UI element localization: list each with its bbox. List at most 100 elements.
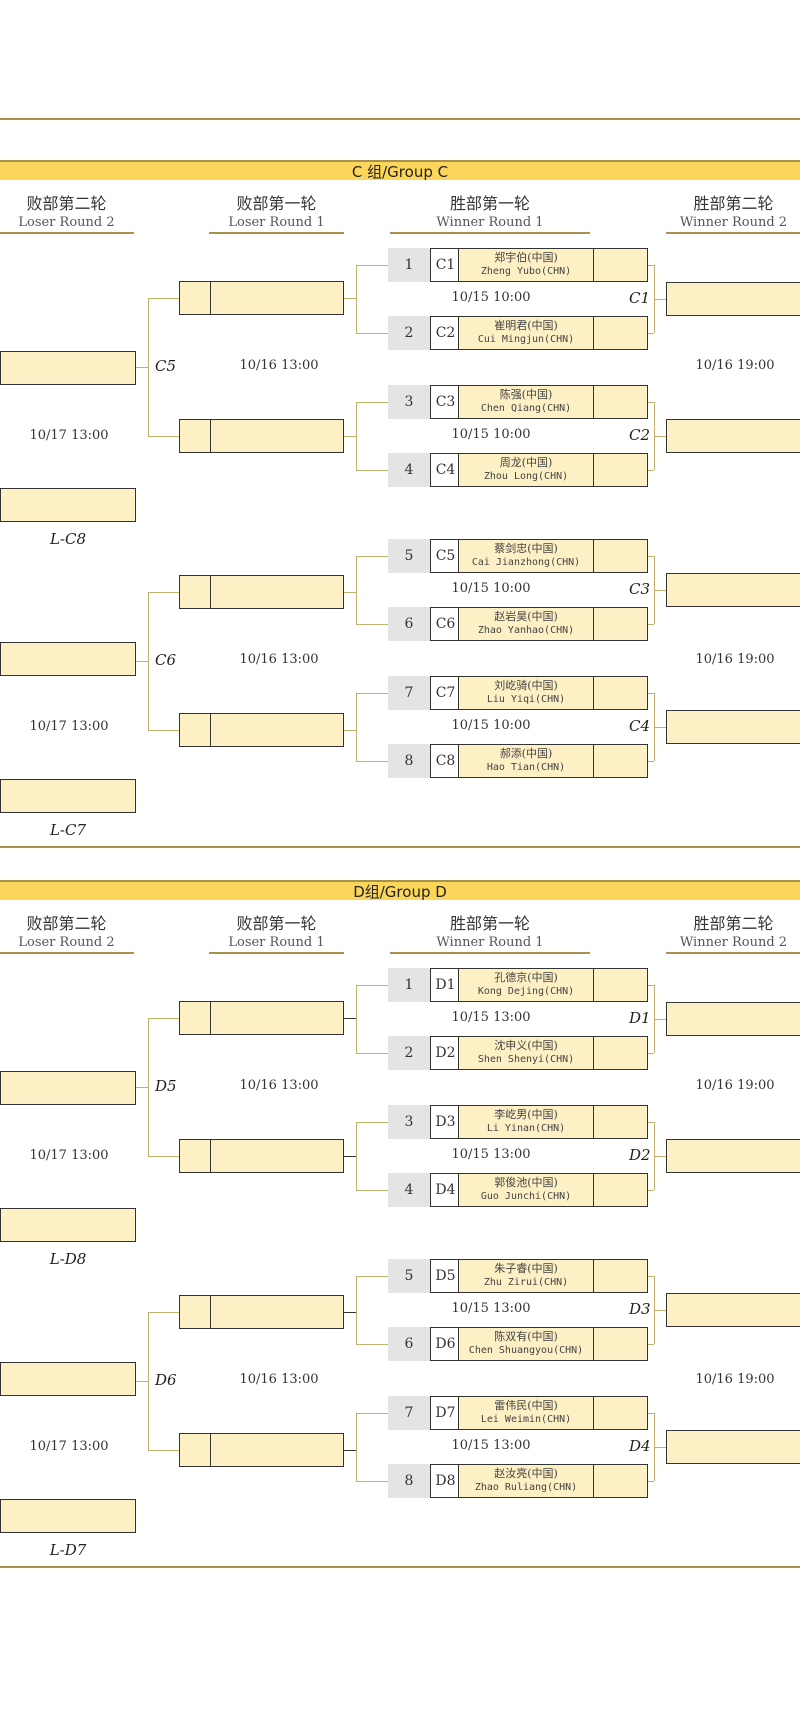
loser-round2-slot[interactable]: [0, 1208, 136, 1242]
connector-line: [344, 1156, 356, 1157]
connector-line: [648, 1276, 654, 1277]
connector-line: [648, 1122, 654, 1123]
connector-line: [648, 761, 654, 762]
connector-line: [654, 299, 666, 300]
loser-round2-slot[interactable]: [0, 1499, 136, 1533]
seed-number: 7: [388, 1396, 430, 1430]
player-code: D3: [430, 1105, 460, 1139]
match-time: 10/17 13:00: [29, 427, 109, 443]
player-slot[interactable]: 孔德京(中国)Kong Dejing(CHN): [458, 968, 648, 1002]
player-divider: [593, 454, 594, 486]
player-name-en: Zheng Yubo(CHN): [480, 266, 572, 277]
loser-round2-slot[interactable]: [0, 1362, 136, 1396]
player-name-en: Guo Junchi(CHN): [480, 1191, 572, 1202]
player-divider: [593, 1328, 594, 1360]
connector-line: [148, 1312, 179, 1313]
loser-round1-match-label: D5: [155, 1077, 177, 1095]
winner-round2-slot[interactable]: [666, 1430, 800, 1464]
column-header-zh: 败部第一轮: [236, 194, 317, 213]
connector-line: [356, 1190, 388, 1191]
player-name-en: Zhao Ruliang(CHN): [474, 1482, 578, 1493]
connector-line: [648, 470, 654, 471]
loser-round2-slot[interactable]: [0, 1071, 136, 1105]
loser-round1-slot[interactable]: [179, 281, 344, 315]
winner-round2-slot[interactable]: [666, 710, 800, 744]
loser-round1-slot[interactable]: [179, 1001, 344, 1035]
connector-line: [148, 1156, 179, 1157]
player-divider: [593, 1465, 594, 1497]
connector-line: [148, 730, 179, 731]
loser-round1-slot[interactable]: [179, 1295, 344, 1329]
seed-number: 4: [388, 1173, 430, 1207]
player-name-zh: 郭俊池(中国): [494, 1176, 558, 1189]
winner-round2-match-label: C1: [629, 289, 651, 307]
connector-line: [148, 592, 149, 730]
loser-round2-slot[interactable]: [0, 351, 136, 385]
column-header-en: Winner Round 1: [390, 933, 590, 954]
connector-line: [356, 693, 357, 761]
seed-number: 2: [388, 316, 430, 350]
match-time: 10/15 10:00: [451, 718, 531, 733]
player-divider: [593, 317, 594, 349]
match-time: 10/16 13:00: [239, 652, 319, 667]
winner-round2-slot[interactable]: [666, 1293, 800, 1327]
player-slot[interactable]: 郭俊池(中国) Guo Junchi(CHN): [458, 1173, 648, 1207]
player-slot[interactable]: 崔明君(中国)Cui Mingjun(CHN): [458, 316, 648, 350]
winner-round2-slot[interactable]: [666, 1139, 800, 1173]
loser-round1-slot[interactable]: [179, 713, 344, 747]
column-header-en: Winner Round 1: [390, 213, 590, 234]
player-slot[interactable]: 赵岩昊(中国)Zhao Yanhao(CHN): [458, 607, 648, 641]
player-slot[interactable]: 赵汝亮(中国)Zhao Ruliang(CHN): [458, 1464, 648, 1498]
winner-round2-slot[interactable]: [666, 573, 800, 607]
player-slot[interactable]: 陈强(中国)Chen Qiang(CHN): [458, 385, 648, 419]
match-time: 10/16 19:00: [695, 358, 775, 373]
player-slot[interactable]: 蔡剑忠(中国)Cai Jianzhong(CHN): [458, 539, 648, 573]
player-slot[interactable]: 郑宇伯(中国)Zheng Yubo(CHN): [458, 248, 648, 282]
loser-round2-slot[interactable]: [0, 488, 136, 522]
player-slot[interactable]: 朱子睿(中国)Zhu Zirui(CHN): [458, 1259, 648, 1293]
loser-round2-drop-label: L-C7: [49, 821, 87, 839]
connector-line: [356, 985, 357, 1053]
connector-line: [356, 1481, 388, 1482]
connector-line: [648, 985, 654, 986]
match-time: 10/17 13:00: [29, 718, 109, 734]
group-bottom-rule: [0, 1566, 800, 1568]
player-slot[interactable]: 李屹男(中国)Li Yinan(CHN): [458, 1105, 648, 1139]
player-slot[interactable]: 陈双有(中国)Chen Shuangyou(CHN): [458, 1327, 648, 1361]
loser-round2-slot[interactable]: [0, 779, 136, 813]
winner-round2-slot[interactable]: [666, 1002, 800, 1036]
loser-round1-slot[interactable]: [179, 1433, 344, 1467]
player-name-en: Cai Jianzhong(CHN): [471, 557, 581, 568]
connector-line: [136, 1381, 148, 1382]
winner-round2-slot[interactable]: [666, 419, 800, 453]
connector-line: [654, 727, 666, 728]
player-code: D1: [430, 968, 460, 1002]
match-time: 10/15 13:00: [451, 1010, 531, 1025]
player-slot[interactable]: 刘屹骑(中国)Liu Yiqi(CHN): [458, 676, 648, 710]
player-name-zh: 朱子睿(中国): [494, 1262, 558, 1275]
group-bottom-rule: [0, 846, 800, 848]
player-slot[interactable]: 周龙(中国)Zhou Long(CHN): [458, 453, 648, 487]
player-divider: [593, 745, 594, 777]
connector-line: [356, 1276, 388, 1277]
loser-round1-slot[interactable]: [179, 575, 344, 609]
connector-line: [648, 1344, 654, 1345]
match-time: 10/17 13:00: [29, 1147, 109, 1163]
player-code: C2: [430, 316, 460, 350]
winner-round2-match-label: D3: [629, 1300, 651, 1318]
connector-line: [648, 402, 654, 403]
match-time: 10/15 10:00: [451, 581, 531, 596]
loser-round1-slot[interactable]: [179, 419, 344, 453]
group-bar-top-rule: [0, 880, 800, 882]
player-slot[interactable]: 沈申义(中国)Shen Shenyi(CHN): [458, 1036, 648, 1070]
loser-round2-slot[interactable]: [0, 642, 136, 676]
slot-divider: [210, 1002, 211, 1034]
loser-round1-slot[interactable]: [179, 1139, 344, 1173]
winner-round2-slot[interactable]: [666, 282, 800, 316]
player-slot[interactable]: 雷伟民(中国)Lei Weimin(CHN): [458, 1396, 648, 1430]
seed-number: 2: [388, 1036, 430, 1070]
group-title-bar: C 组/Group C: [0, 162, 800, 181]
player-slot[interactable]: 郝添(中国)Hao Tian(CHN): [458, 744, 648, 778]
player-name-zh: 周龙(中国): [499, 456, 553, 469]
